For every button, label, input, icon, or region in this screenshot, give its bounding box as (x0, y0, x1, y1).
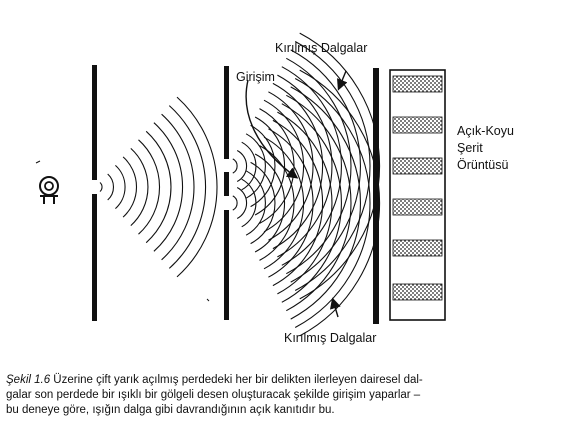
lower-slit-wave-arc (250, 161, 276, 245)
dark-fringe (392, 283, 443, 301)
source-wave-arc (107, 173, 114, 201)
upper-slit-wave-arc (236, 150, 248, 182)
lower-slit-wave-arc (259, 145, 295, 261)
dark-fringe (392, 239, 443, 257)
upper-slit-wave-arc (263, 99, 305, 233)
lower-slit-wave-arc (236, 187, 248, 219)
lower-slit-wave-arc (263, 136, 305, 270)
lower-slit-wave-arc (245, 170, 266, 236)
source-wave-arc (138, 139, 160, 235)
lower-slit-wave-arc (286, 94, 352, 312)
source-wave-arc (168, 105, 207, 269)
refracted-top-arrow (337, 70, 348, 91)
source-wave-arc (153, 122, 184, 252)
source-wave-arc (115, 164, 126, 210)
refracted-waves-label-bottom: Kırılmış Dalgalar (284, 331, 377, 345)
lower-slit-wave-arc (232, 195, 238, 211)
caption-text-1: Üzerine çift yarık açılmış perdedeki her… (50, 374, 423, 386)
upper-slit-wave-arc (250, 124, 276, 208)
caption-line-2: galar son perdede bir ışıklı bir gölgeli… (6, 389, 421, 401)
refracted-waves-label-top: Kırılmış Dalgalar (275, 41, 368, 55)
lower-slit-wave-arc (272, 119, 324, 287)
dark-fringe (392, 75, 443, 93)
single-slit-barrier (92, 65, 97, 321)
lower-slit-wave-arc (277, 111, 333, 295)
upper-slit-wave-arc (268, 91, 314, 241)
caption-line-3: bu deneye göre, ışığın dalga gibi davran… (6, 404, 335, 416)
lower-slit-wave-arc (268, 128, 314, 278)
dark-fringe (392, 116, 443, 134)
figure-number: Şekil 1.6 (6, 374, 51, 386)
dark-fringe (392, 157, 443, 175)
double-slit-diagram (35, 32, 446, 337)
interference-label: Girişim (236, 70, 275, 84)
source-wave-arc (130, 147, 149, 227)
detection-screen (373, 68, 379, 324)
source-wave-arc (145, 130, 172, 244)
lower-slit-wave-arc (299, 69, 381, 337)
wavefronts-from-source (99, 96, 218, 278)
upper-slit-wave-arc (294, 41, 371, 291)
lower-slit-wave-arc (254, 153, 286, 253)
lower-slit-wave-arc (281, 103, 342, 303)
lower-slit-wave-arc (241, 178, 257, 228)
upper-slit-wave-arc (290, 49, 361, 283)
lower-slit-wave-arc (290, 86, 361, 320)
stray-mark-2 (206, 298, 210, 302)
upper-slit-wave-arc (254, 116, 286, 216)
fringe-pattern (389, 69, 446, 321)
upper-slit-wave-arc (259, 108, 295, 224)
caption-line-1: Şekil 1.6 Üzerine çift yarık açılmış per… (6, 373, 562, 388)
upper-slit-wave-arc (241, 141, 257, 191)
source-wave-arc (99, 182, 103, 192)
figure-caption: Şekil 1.6 Üzerine çift yarık açılmış per… (6, 373, 562, 418)
light-bulb-icon (39, 176, 59, 204)
interference-arrow (245, 79, 299, 179)
upper-slit-wave-arc (299, 32, 381, 300)
source-wave-arc (161, 113, 195, 261)
stray-mark (35, 160, 41, 164)
lower-slit-wave-arc (294, 78, 371, 328)
dark-fringe (392, 198, 443, 216)
source-wave-arc (122, 156, 137, 218)
pattern-label-line3: Örüntüsü (457, 158, 509, 172)
source-wave-arc (176, 96, 218, 278)
upper-slit-wave-arc (232, 158, 238, 174)
wavefronts-from-lower-slit (232, 69, 381, 337)
double-slit-barrier (224, 66, 229, 320)
refracted-bottom-arrow (329, 297, 341, 318)
pattern-label-line2: Şerit (457, 141, 483, 155)
pattern-label-line1: Açık-Koyu (457, 124, 514, 138)
